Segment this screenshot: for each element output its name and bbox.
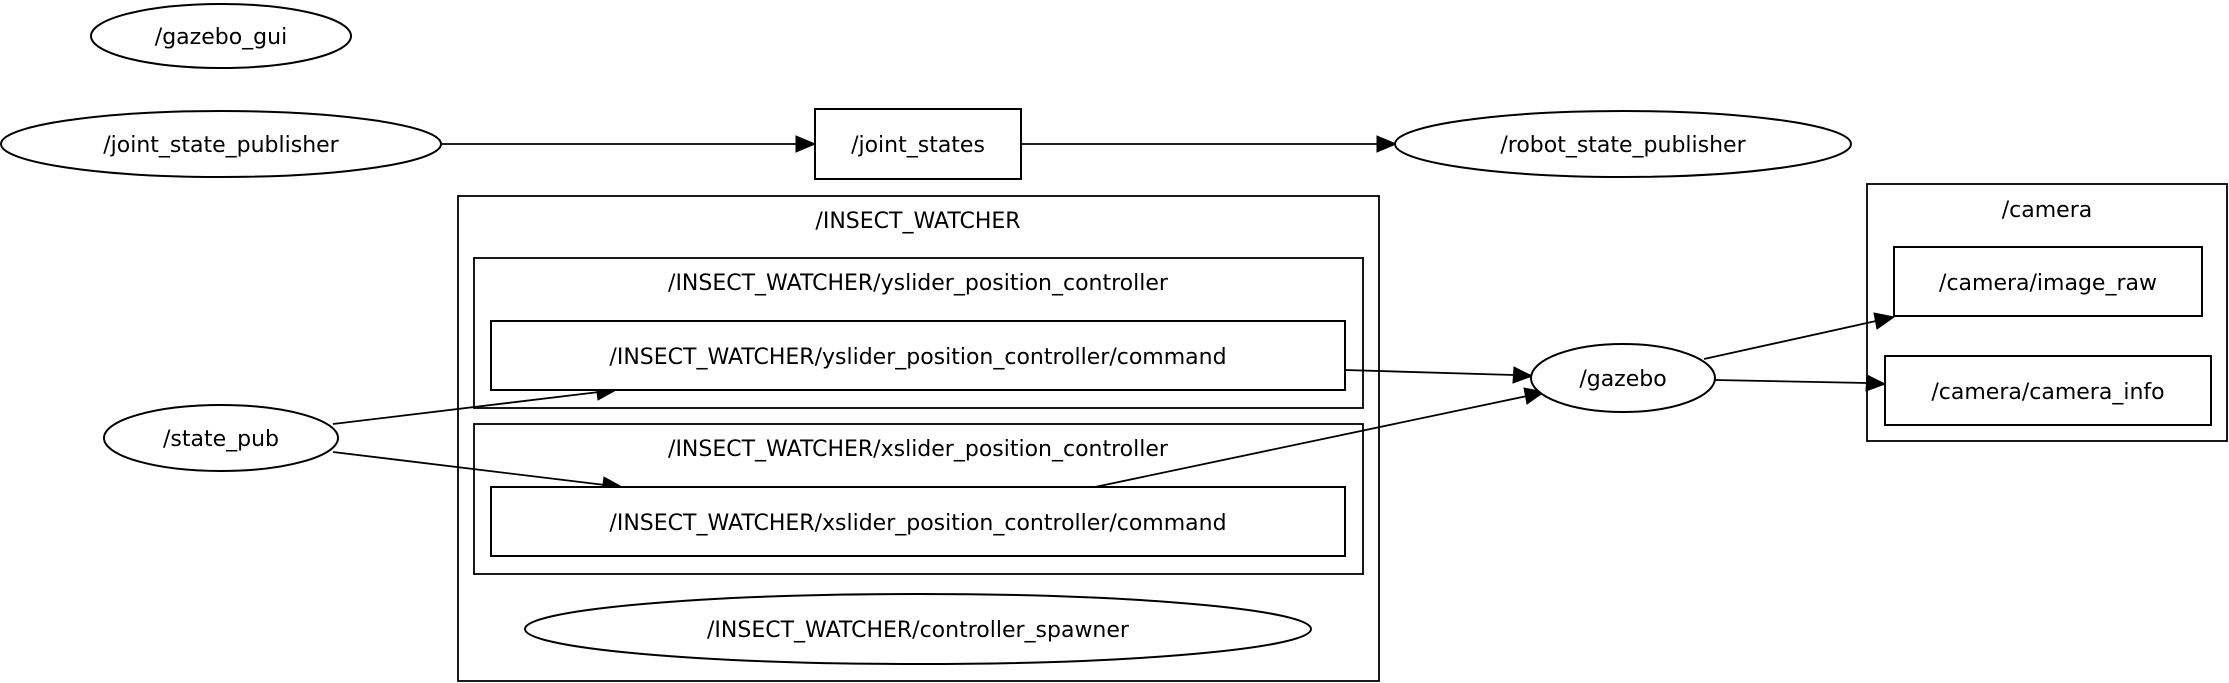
topic-camera-image-raw-label: /camera/image_raw xyxy=(1939,271,2157,296)
node-robot-state-publisher-label: /robot_state_publisher xyxy=(1500,133,1746,158)
node-gazebo-gui: /gazebo_gui xyxy=(90,3,352,69)
topic-yslider-command-label: /INSECT_WATCHER/yslider_position_control… xyxy=(609,345,1226,370)
node-joint-state-publisher-label: /joint_state_publisher xyxy=(103,133,339,158)
node-gazebo-label: /gazebo xyxy=(1579,367,1666,392)
cluster-insect-watcher: /INSECT_WATCHER xyxy=(457,195,1380,682)
cluster-yslider-controller-label: /INSECT_WATCHER/yslider_position_control… xyxy=(668,271,1169,296)
topic-yslider-command: /INSECT_WATCHER/yslider_position_control… xyxy=(490,320,1346,391)
topic-joint-states-label: /joint_states xyxy=(851,133,985,158)
topic-xslider-command: /INSECT_WATCHER/xslider_position_control… xyxy=(490,486,1346,557)
node-gazebo-gui-label: /gazebo_gui xyxy=(155,25,287,50)
edges xyxy=(332,135,1896,494)
cluster-camera: /camera xyxy=(1866,183,2228,442)
topic-camera-info: /camera/camera_info xyxy=(1884,355,2212,426)
topic-xslider-command-label: /INSECT_WATCHER/xslider_position_control… xyxy=(609,511,1226,536)
node-controller-spawner: /INSECT_WATCHER/controller_spawner xyxy=(524,593,1312,665)
cluster-xslider-controller-label: /INSECT_WATCHER/xslider_position_control… xyxy=(668,437,1169,462)
topic-camera-info-label: /camera/camera_info xyxy=(1931,380,2164,405)
node-joint-state-publisher: /joint_state_publisher xyxy=(0,110,442,178)
cluster-camera-label: /camera xyxy=(2002,198,2092,223)
node-gazebo: /gazebo xyxy=(1530,343,1716,413)
node-state-pub-label: /state_pub xyxy=(163,427,279,452)
topic-joint-states: /joint_states xyxy=(814,108,1022,180)
cluster-insect-watcher-label: /INSECT_WATCHER xyxy=(815,209,1020,234)
edge-joint-state-publisher-to-joint-states xyxy=(441,135,817,153)
cluster-yslider-controller: /INSECT_WATCHER/yslider_position_control… xyxy=(473,257,1364,409)
node-robot-state-publisher: /robot_state_publisher xyxy=(1394,110,1852,178)
edge-gazebo-to-camera-image-raw xyxy=(1703,312,1896,360)
edge-gazebo-to-camera-info xyxy=(1714,374,1887,392)
node-state-pub: /state_pub xyxy=(103,404,339,472)
edge-joint-states-to-robot-state-publisher xyxy=(1021,135,1398,153)
topic-camera-image-raw: /camera/image_raw xyxy=(1893,246,2203,317)
edge-yslider-command-to-gazebo xyxy=(1344,366,1534,384)
node-controller-spawner-label: /INSECT_WATCHER/controller_spawner xyxy=(707,618,1130,643)
cluster-xslider-controller: /INSECT_WATCHER/xslider_position_control… xyxy=(473,423,1364,575)
